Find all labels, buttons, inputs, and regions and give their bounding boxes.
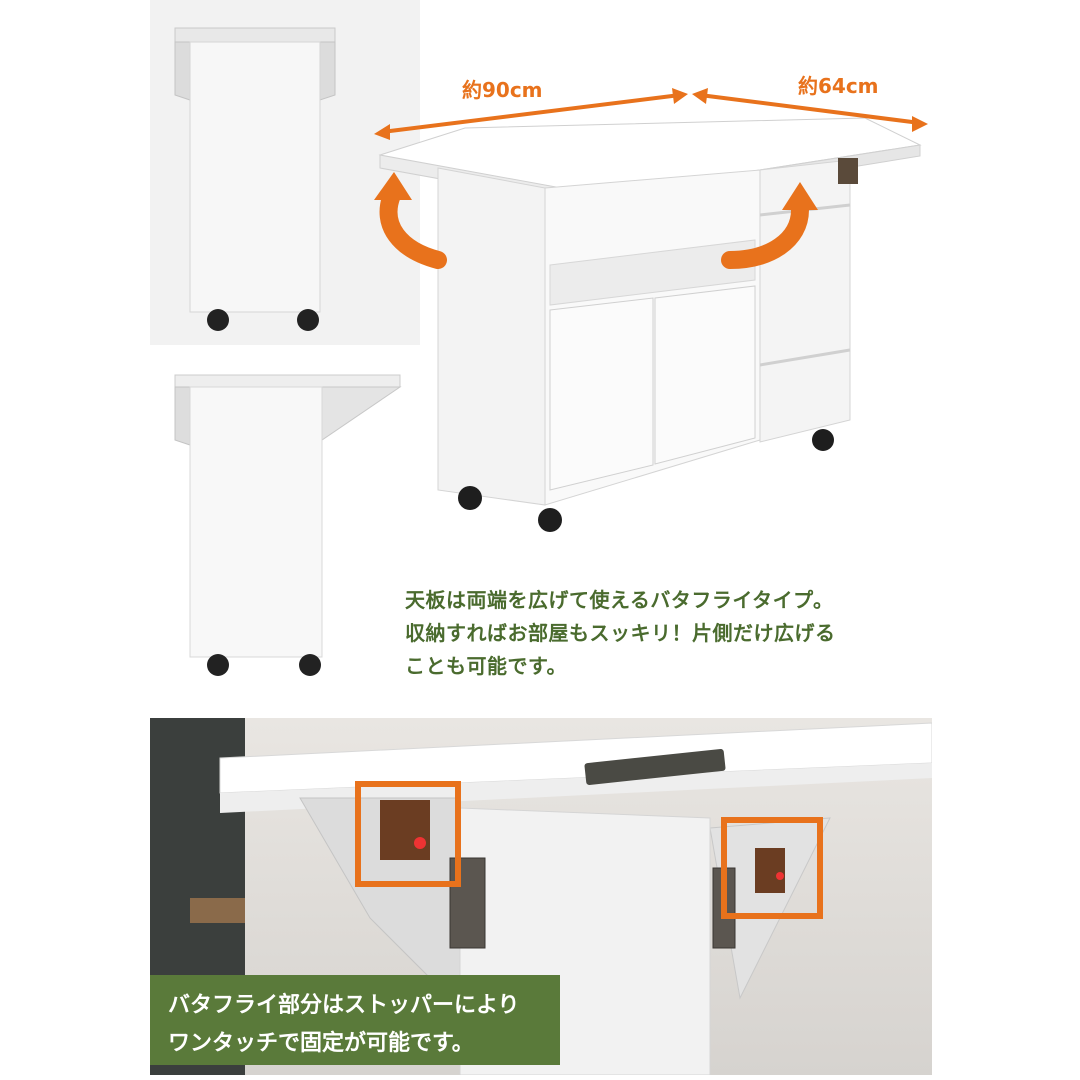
half-open-side-view xyxy=(150,345,420,690)
open-cart-illustration xyxy=(374,88,928,532)
product-description: 天板は両端を広げて使えるバタフライタイプ。 収納すればお部屋もスッキリ！片側だけ… xyxy=(405,584,965,683)
description-line: ことも可能です。 xyxy=(405,654,567,678)
depth-dimension-label: 約64cm xyxy=(798,74,879,98)
caption-line: バタフライ部分はストッパーにより xyxy=(168,993,520,1018)
width-dimension-label: 約90cm xyxy=(462,78,543,102)
caption-line: ワンタッチで固定が可能です。 xyxy=(168,1031,474,1056)
stopper-caption: バタフライ部分はストッパーにより ワンタッチで固定が可能です。 xyxy=(150,975,560,1065)
description-line: 天板は両端を広げて使えるバタフライタイプ。 xyxy=(405,588,834,612)
folded-side-view-top xyxy=(150,0,420,345)
description-line: 収納すればお部屋もスッキリ！片側だけ広げる xyxy=(405,621,836,645)
